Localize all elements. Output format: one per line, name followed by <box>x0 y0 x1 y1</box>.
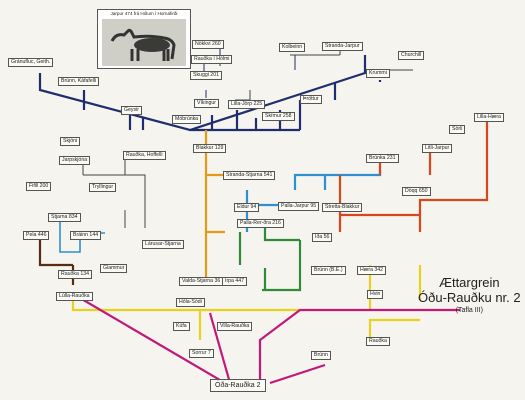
node: Bráinn 144 <box>70 231 102 241</box>
horse-photo: Jarpur 474 frá Hólum í Hornafirði <box>97 9 191 69</box>
node: Blakkur 129 <box>193 144 227 154</box>
magenta-line <box>79 297 460 385</box>
node: Rauðka <box>366 337 390 347</box>
node: Stretta-Blakkur <box>322 203 363 213</box>
node: Brúnn, Káfafelli <box>58 77 100 87</box>
node: Irpa 447 <box>222 277 248 287</box>
photo-caption: Jarpur 474 frá Hólum í Hornafirði <box>110 11 178 16</box>
orange-line <box>204 130 225 277</box>
node: Víkingur <box>194 99 220 109</box>
node-root: Óða-Rauðka 2 <box>210 379 266 392</box>
horse-image <box>102 19 186 66</box>
node: Rauðka í Hólmi <box>191 55 233 65</box>
node: Brúnn (B.E.) <box>311 266 346 276</box>
node: Lúlla-Rauðka <box>56 292 93 302</box>
node: Rauðka, Hoffelli <box>123 151 166 161</box>
node: Krummi <box>366 69 390 79</box>
title-line-1: Ættargrein <box>438 275 500 290</box>
node: Stjarna 834 <box>48 213 81 223</box>
node: Nökkvi 260 <box>192 40 224 50</box>
yellow-line <box>71 265 422 340</box>
node: Þröttur <box>300 95 322 105</box>
node: Hóla-Sódi <box>176 298 205 308</box>
diagram-title: Ættargrein Óðu-Rauðku nr. 2 (Tafla III) <box>418 275 521 314</box>
title-line-2: Óðu-Rauðku nr. 2 <box>418 289 521 305</box>
node: Glammur <box>100 264 128 274</box>
node: Litli-Jarpur <box>422 144 453 154</box>
node: Stranda-Stjarna 541 <box>223 171 276 181</box>
node: Skjóni <box>60 137 81 147</box>
node: Rauðka 134 <box>58 270 92 280</box>
node: Jarpskjóna <box>59 156 91 166</box>
node: Hæra 342 <box>357 266 387 276</box>
node: Iða 56 <box>312 233 333 243</box>
node: Lilla-Hæra <box>474 113 504 123</box>
node: Skuggi 201 <box>190 71 222 81</box>
node: Döqq 650 <box>402 187 431 197</box>
node: Móbrúnka <box>172 115 202 125</box>
node: Hvin <box>367 290 384 300</box>
node: Villa-Rauðka <box>217 322 253 332</box>
node: Eldur 94 <box>234 203 260 213</box>
node: Kolbeinn <box>279 43 306 53</box>
node: Lilla-Jörp 225 <box>228 100 266 110</box>
green-line <box>238 220 302 292</box>
navy-line <box>38 55 382 132</box>
node: Fifill 200 <box>26 182 52 192</box>
node: Lárusar-Stjarna <box>142 240 184 250</box>
node: Stranda-Jarpur <box>322 42 363 52</box>
node: Sorrur 7 <box>189 349 214 359</box>
node: Sörli <box>449 125 466 135</box>
node: Valda-Stjarna 36 <box>179 277 224 287</box>
node: Palla-Jarpur 95 <box>278 202 320 212</box>
node: Churchill <box>398 51 425 61</box>
node: Brúnka 231 <box>366 154 399 164</box>
node: Geysir <box>121 106 142 116</box>
node: Gránufluc, Geith. <box>8 58 54 68</box>
node: Tryllingur <box>89 183 117 193</box>
node: Skímur 258 <box>262 112 295 122</box>
node: Pela 446 <box>23 231 50 241</box>
node: Brúnn <box>311 351 331 361</box>
node: Palla-Rer-ðra 216 <box>237 219 284 229</box>
node: Kúfa <box>173 322 190 332</box>
title-line-3: (Tafla III) <box>455 306 483 314</box>
